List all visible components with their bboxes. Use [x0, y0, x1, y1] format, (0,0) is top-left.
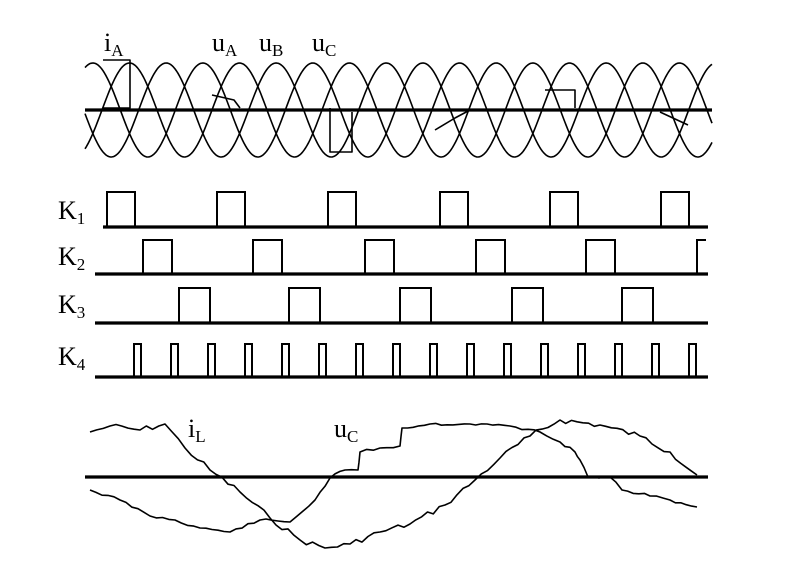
k1-pulse-train — [106, 191, 690, 227]
output-panel — [85, 419, 708, 549]
phase-a-voltage-wave — [84, 62, 713, 158]
label-k2: K2 — [58, 242, 86, 274]
label-k1: K1 — [58, 196, 86, 228]
three-phase-panel — [84, 59, 713, 158]
label-ua: uA — [212, 28, 238, 60]
phase-b-voltage-wave — [84, 62, 713, 158]
k4-row — [95, 343, 708, 379]
label-k3: K3 — [58, 290, 86, 322]
label-ub: uB — [259, 28, 284, 60]
k2-row — [95, 239, 708, 276]
capacitor-voltage-uc-wave — [89, 422, 698, 533]
label-uc-bottom: uC — [334, 414, 359, 446]
k4-pulse-train — [133, 343, 697, 377]
k3-row — [95, 287, 708, 325]
current-ia-stepped-wave — [103, 59, 689, 153]
k1-row — [103, 191, 708, 229]
k3-pulse-train — [178, 287, 654, 323]
label-il: iL — [188, 414, 206, 446]
phase-c-voltage-wave — [84, 62, 713, 158]
label-uc-top: uC — [312, 28, 337, 60]
k2-pulse-train — [142, 239, 706, 274]
label-k4: K4 — [58, 342, 86, 374]
inductor-current-il-wave — [89, 419, 698, 549]
label-ia: iA — [104, 28, 124, 60]
